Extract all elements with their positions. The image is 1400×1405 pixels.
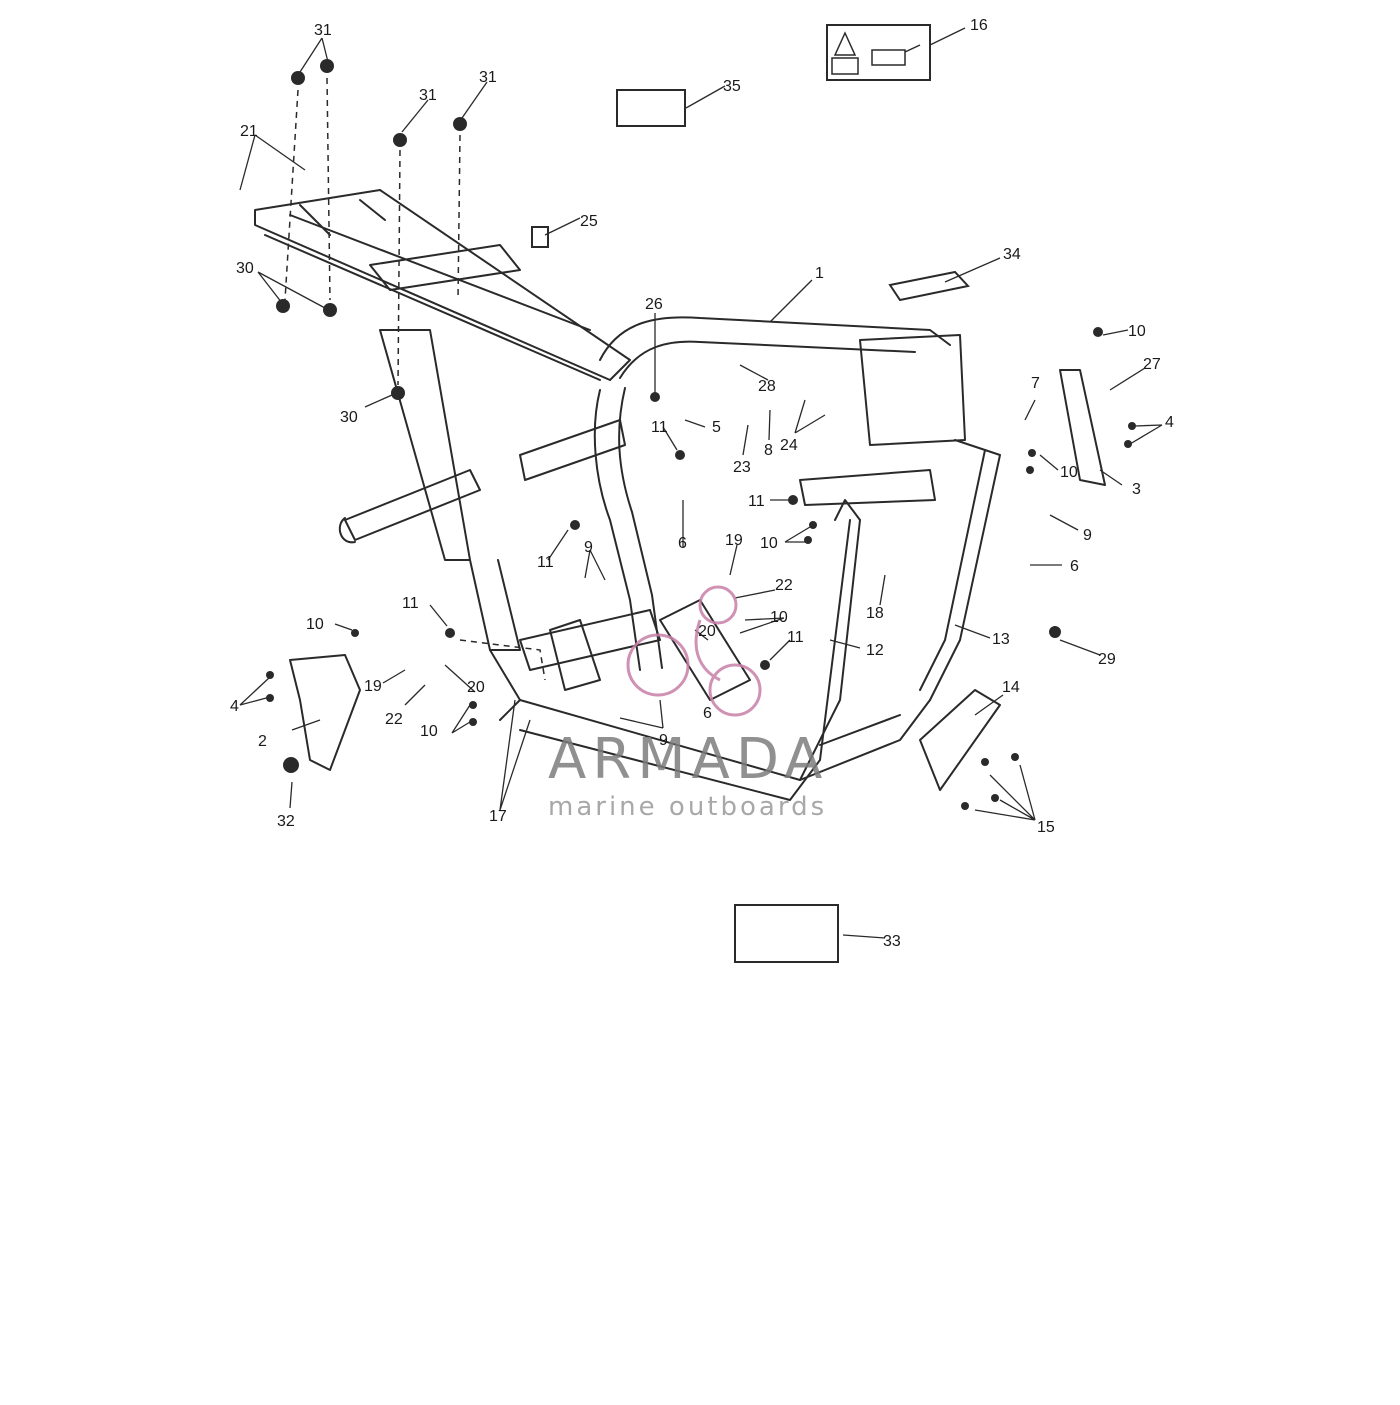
warning-label-icon (831, 31, 921, 75)
callout-22a: 22 (385, 711, 403, 728)
callout-9a: 9 (1083, 527, 1092, 544)
callout-11d: 11 (402, 595, 419, 612)
watermark-brand: ARMADA (548, 727, 828, 792)
callout-11b: 11 (748, 493, 765, 510)
watermark-tagline: marine outboards (548, 792, 827, 822)
callout-10f: 10 (420, 723, 438, 740)
callout-30b: 30 (340, 409, 358, 426)
callout-24: 24 (780, 437, 798, 454)
callout-25: 25 (580, 213, 598, 230)
callout-19a: 19 (364, 678, 382, 695)
callout-20b: 20 (698, 623, 716, 640)
callout-5: 5 (712, 419, 721, 436)
motorcycle-frame (254, 189, 1106, 801)
callout-numbers: 1 2 3 4 4 5 6 6 6 7 8 9 9 9 10 10 10 10 … (230, 17, 1174, 950)
callout-18: 18 (866, 605, 884, 622)
callout-16: 16 (970, 17, 988, 34)
callout-10b: 10 (1060, 464, 1078, 481)
watermark: ARMADA marine outboards (548, 585, 828, 822)
callout-14: 14 (1002, 679, 1020, 696)
fasteners (266, 59, 1136, 810)
callout-11e: 11 (787, 629, 804, 646)
callout-31a: 31 (314, 22, 332, 39)
watermark-logo-icon (626, 585, 762, 717)
callout-34: 34 (1003, 246, 1021, 263)
callout-10a: 10 (1128, 323, 1146, 340)
callout-3: 3 (1132, 481, 1141, 498)
callout-26: 26 (645, 296, 663, 313)
callout-9c: 9 (659, 732, 668, 749)
callout-6b: 6 (1070, 558, 1079, 575)
callout-22b: 22 (775, 577, 793, 594)
callout-7: 7 (1031, 375, 1040, 392)
callout-4a: 4 (230, 698, 239, 715)
callout-33: 33 (883, 933, 901, 950)
callout-10c: 10 (770, 609, 788, 626)
callout-28: 28 (758, 378, 776, 395)
callout-6c: 6 (703, 705, 712, 722)
callout-23: 23 (733, 459, 751, 476)
callout-21: 21 (240, 123, 258, 140)
callout-35: 35 (723, 78, 741, 95)
callout-15: 15 (1037, 819, 1055, 836)
callout-1: 1 (815, 265, 824, 282)
callout-31b: 31 (419, 87, 437, 104)
callout-11a: 11 (651, 419, 668, 436)
callout-20a: 20 (467, 679, 485, 696)
dashed-leaders (284, 77, 546, 681)
callout-11c: 11 (537, 554, 554, 571)
callout-2: 2 (258, 733, 267, 750)
callout-31c: 31 (479, 69, 497, 86)
callout-17: 17 (489, 808, 507, 825)
leader-lines (239, 27, 1163, 939)
callout-10d: 10 (760, 535, 778, 552)
label-plates (531, 24, 970, 963)
callout-10e: 10 (306, 616, 324, 633)
callout-12: 12 (866, 642, 884, 659)
callout-4b: 4 (1165, 414, 1174, 431)
callout-9b: 9 (584, 539, 593, 556)
callout-8: 8 (764, 442, 773, 459)
callout-32: 32 (277, 813, 295, 830)
callout-19b: 19 (725, 532, 743, 549)
callout-29: 29 (1098, 651, 1116, 668)
callout-13: 13 (992, 631, 1010, 648)
callout-30a: 30 (236, 260, 254, 277)
callout-27: 27 (1143, 356, 1161, 373)
callout-6a: 6 (678, 535, 687, 552)
